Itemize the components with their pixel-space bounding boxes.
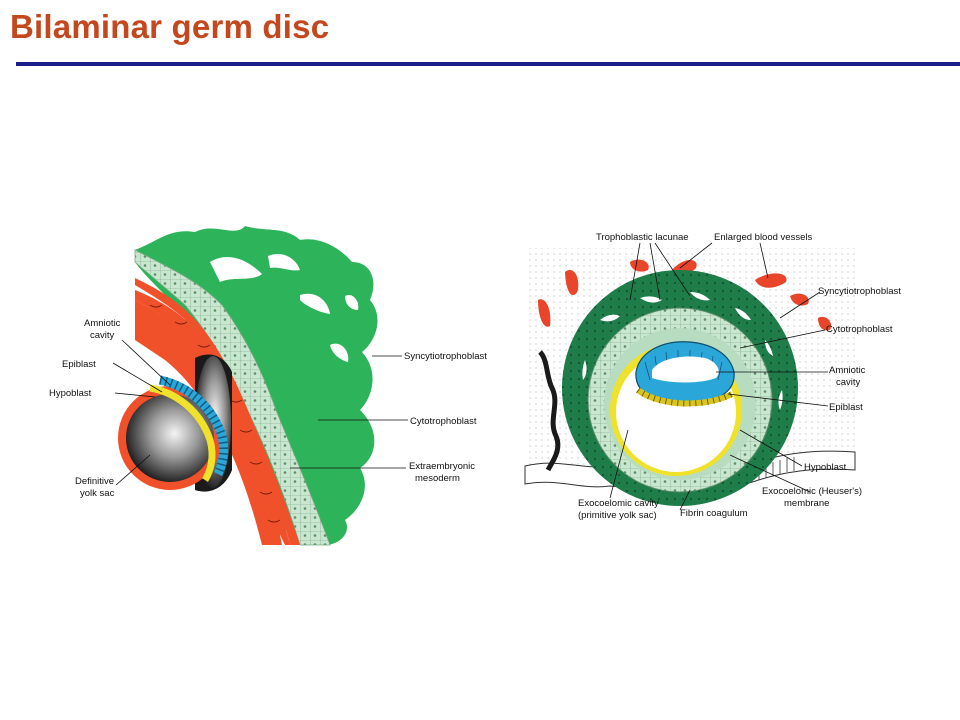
- label-fibrin-coagulum: Fibrin coagulum: [680, 508, 748, 519]
- hypoblast-disc: [636, 387, 734, 407]
- label-enlarged-blood-vessels: Enlarged blood vessels: [714, 232, 812, 243]
- extraembryonic-mesoderm-layer: [135, 278, 300, 545]
- label-cavity: cavity: [90, 330, 115, 341]
- amniotic-cavity: [652, 356, 719, 383]
- label-primitive-yolk-sac: (primitive yolk sac): [578, 510, 657, 521]
- label-hypoblast: Hypoblast: [49, 388, 92, 399]
- label-cytotrophoblast-r: Cytotrophoblast: [826, 324, 893, 335]
- label-epiblast: Epiblast: [62, 359, 96, 370]
- label-yolk-sac: yolk sac: [80, 488, 115, 499]
- right-figure: Trophoblastic lacunae Enlarged blood ves…: [524, 232, 901, 521]
- enlarged-blood-vessels: [538, 259, 832, 331]
- title-divider: [16, 62, 960, 66]
- label-extraembryonic: Extraembryonic: [409, 461, 475, 472]
- label-exocoelomic-cavity: Exocoelomic cavity: [578, 498, 659, 509]
- label-mesoderm: mesoderm: [415, 473, 460, 484]
- hypoblast-layer: [149, 384, 216, 482]
- label-trophoblastic-lacunae: Trophoblastic lacunae: [596, 232, 689, 243]
- label-epiblast-r: Epiblast: [829, 402, 863, 413]
- page-title: Bilaminar germ disc: [10, 8, 330, 45]
- label-syncytiotrophoblast-r: Syncytiotrophoblast: [818, 286, 901, 297]
- label-cytotrophoblast: Cytotrophoblast: [410, 416, 477, 427]
- label-amniotic: Amniotic: [84, 318, 121, 329]
- label-definitive: Definitive: [75, 476, 114, 487]
- label-cavity-r: cavity: [836, 377, 861, 388]
- label-amniotic-r: Amniotic: [829, 365, 866, 376]
- cytotrophoblast-layer: [134, 249, 331, 546]
- label-membrane: membrane: [784, 498, 829, 509]
- label-syncytiotrophoblast: Syncytiotrophoblast: [404, 351, 487, 362]
- label-hypoblast-r: Hypoblast: [804, 462, 847, 473]
- label-exocoelomic-heusers: Exocoelomic (Heuser's): [762, 486, 862, 497]
- left-figure: Amniotic cavity Epiblast Hypoblast Defin…: [49, 226, 487, 546]
